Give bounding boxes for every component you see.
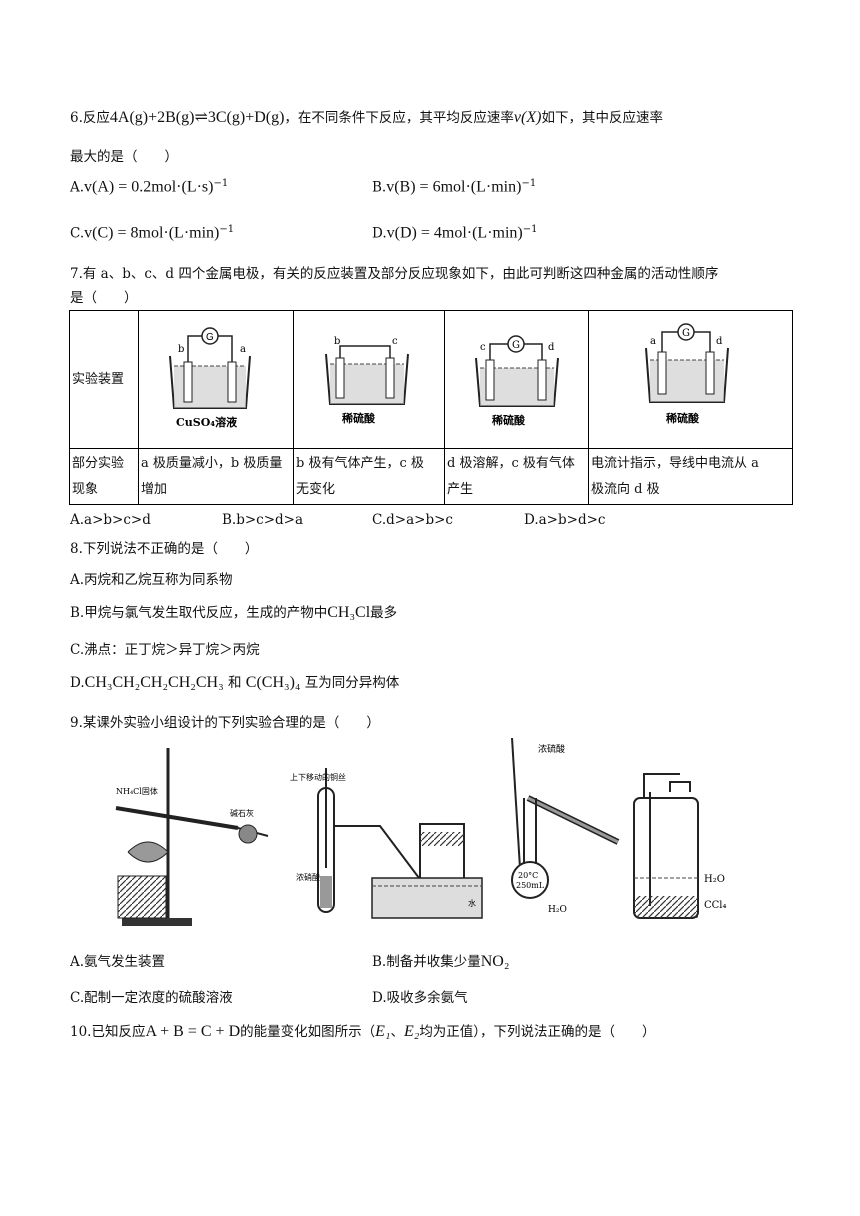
svg-text:G: G [682, 328, 690, 339]
q9-option-a[interactable]: A.氨气发生装置 [70, 954, 166, 970]
svg-text:b: b [178, 344, 184, 355]
q7-row-phenomena: 部分实验现象 a 极质量减小，b 极质量增加 b 极有气体产生，c 极无变化 d… [69, 448, 793, 505]
svg-text:稀硫酸: 稀硫酸 [342, 411, 376, 425]
q7-apparatus-drawing-2: b c 稀硫酸 [325, 336, 409, 425]
svg-text:H₂O: H₂O [548, 905, 567, 915]
svg-text:稀硫酸: 稀硫酸 [492, 413, 526, 427]
svg-text:CCl₄: CCl₄ [704, 900, 727, 911]
q6-stem-line2: 最大的是（ ） [70, 149, 178, 165]
q7-apparatus-drawing-1: G b a CuSO₄溶液 [169, 327, 251, 429]
svg-text:NH₄Cl固体: NH₄Cl固体 [116, 786, 158, 796]
q7-header-phenomena: 部分实验现象 [69, 448, 139, 505]
svg-text:a: a [240, 344, 246, 355]
q7-stem-line2: 是（ ） [70, 290, 138, 306]
svg-text:G: G [206, 332, 214, 343]
q6-option-a[interactable]: A.v(A) = 0.2mol·(L·s)−1 [70, 178, 229, 196]
q6-stem: 6.反应4A(g)+2B(g)⇌3C(g)+D(g)，在不同条件下反应，其平均反… [70, 106, 663, 127]
q9-option-c[interactable]: C.配制一定浓度的硫酸溶液 [70, 990, 233, 1006]
q8-option-d[interactable]: D.CH₃CH₂CH₂CH₂CH₃ 和 C(CH₃)₄ 互为同分异构体 [70, 674, 400, 691]
q9-option-d[interactable]: D.吸收多余氨气 [372, 990, 468, 1006]
q8-stem: 8.下列说法不正确的是（ ） [70, 541, 259, 557]
svg-text:浓硫酸: 浓硫酸 [538, 743, 565, 755]
q9-apparatus-c: 浓硫酸 20°C 250mL H₂O [511, 738, 620, 915]
svg-text:水: 水 [468, 898, 476, 908]
q6-stem-middle: ，在不同条件下反应，其平均反应速率 [284, 110, 514, 126]
q10-stem: 10.已知反应A + B = C + D的能量变化如图所示（E₁、E₂均为正值）… [70, 1023, 656, 1040]
svg-text:碱石灰: 碱石灰 [230, 808, 254, 818]
q7-option-a[interactable]: A.a>b>c>d [70, 512, 151, 528]
q6-option-b[interactable]: B.v(B) = 6mol·(L·min)−1 [372, 178, 537, 196]
svg-text:c: c [392, 336, 398, 347]
svg-text:H₂O: H₂O [704, 874, 725, 885]
q9-apparatus-b: 上下移动的铜丝 浓硝酸 水 [290, 768, 483, 919]
q7-option-c[interactable]: C.d>a>b>c [372, 512, 453, 528]
q6-rate-symbol: v(X) [513, 109, 542, 126]
svg-text:250mL: 250mL [516, 881, 545, 890]
svg-text:G: G [512, 340, 520, 351]
svg-text:b: b [334, 336, 340, 347]
q7-option-b[interactable]: B.b>c>d>a [222, 512, 304, 528]
q6-equation: 4A(g)+2B(g)⇌3C(g)+D(g) [109, 109, 285, 126]
q7-phenomenon-2: b 极有气体产生，c 极无变化 [293, 448, 445, 505]
q8-option-c[interactable]: C.沸点：正丁烷＞异丁烷＞丙烷 [70, 642, 260, 658]
q7-phenomenon-3: d 极溶解，c 极有气体产生 [444, 448, 589, 505]
svg-text:d: d [716, 336, 723, 347]
q9-stem: 9.某课外实验小组设计的下列实验合理的是（ ） [70, 715, 380, 731]
q6-stem-prefix: 6.反应 [70, 110, 110, 126]
q7-phenomenon-1: a 极质量减小，b 极质量增加 [138, 448, 294, 505]
svg-text:上下移动的铜丝: 上下移动的铜丝 [290, 772, 346, 782]
svg-text:20°C: 20°C [518, 871, 538, 880]
q6-option-c[interactable]: C.v(C) = 8mol·(L·min)−1 [70, 224, 235, 242]
svg-text:a: a [650, 336, 656, 347]
q7-stem-line1: 7.有 a、b、c、d 四个金属电极，有关的反应装置及部分反应现象如下，由此可判… [70, 266, 719, 282]
q6-option-d[interactable]: D.v(D) = 4mol·(L·min)−1 [372, 224, 538, 242]
svg-text:CuSO₄溶液: CuSO₄溶液 [176, 415, 238, 429]
q9-apparatus-d: H₂O CCl₄ [633, 773, 727, 919]
q9-apparatus-a: NH₄Cl固体 碱石灰 [115, 748, 269, 926]
q7-apparatus-drawing-3: G c d 稀硫酸 [475, 335, 559, 427]
svg-text:稀硫酸: 稀硫酸 [666, 411, 700, 425]
svg-text:c: c [480, 342, 486, 353]
q7-apparatus-drawing-4: G a d 稀硫酸 [645, 323, 729, 425]
q9-option-b[interactable]: B.制备并收集少量NO₂ [372, 953, 510, 970]
svg-text:d: d [548, 342, 555, 353]
q6-stem-end: 如下，其中反应速率 [541, 110, 663, 126]
q7-option-d[interactable]: D.a>b>d>c [524, 512, 606, 528]
q7-header-apparatus: 实验装置 [69, 310, 139, 449]
q8-option-a[interactable]: A.丙烷和乙烷互称为同系物 [70, 572, 233, 588]
svg-text:浓硝酸: 浓硝酸 [296, 872, 320, 882]
q8-option-b[interactable]: B.甲烷与氯气发生取代反应，生成的产物中CH₃Cl最多 [70, 604, 398, 621]
